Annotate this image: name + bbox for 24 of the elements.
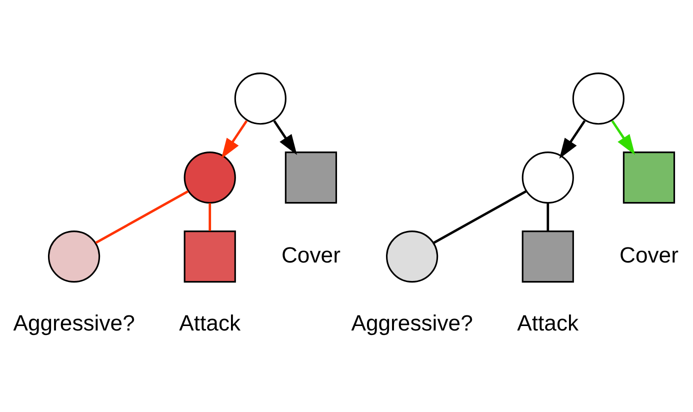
arrow xyxy=(559,120,586,159)
node-box xyxy=(184,230,236,283)
node-box xyxy=(522,230,574,283)
arrow xyxy=(611,120,636,156)
node-circle xyxy=(234,72,286,125)
node-label: Aggressive? xyxy=(351,310,473,336)
node-label: Attack xyxy=(517,310,579,336)
node-circle xyxy=(48,230,100,283)
arrow xyxy=(221,120,248,159)
node-circle xyxy=(184,152,236,204)
node-circle xyxy=(522,152,574,204)
node-circle xyxy=(386,230,438,283)
node-label: Aggressive? xyxy=(13,310,135,336)
connector xyxy=(546,203,550,231)
node-label: Cover xyxy=(281,242,340,268)
arrow xyxy=(273,120,298,156)
node-box xyxy=(284,152,338,204)
connector xyxy=(208,203,212,231)
node-label: Attack xyxy=(179,310,241,336)
connector xyxy=(95,190,189,244)
connector xyxy=(433,190,527,244)
node-box xyxy=(622,152,676,204)
node-circle xyxy=(572,72,624,125)
node-label: Cover xyxy=(619,242,678,268)
